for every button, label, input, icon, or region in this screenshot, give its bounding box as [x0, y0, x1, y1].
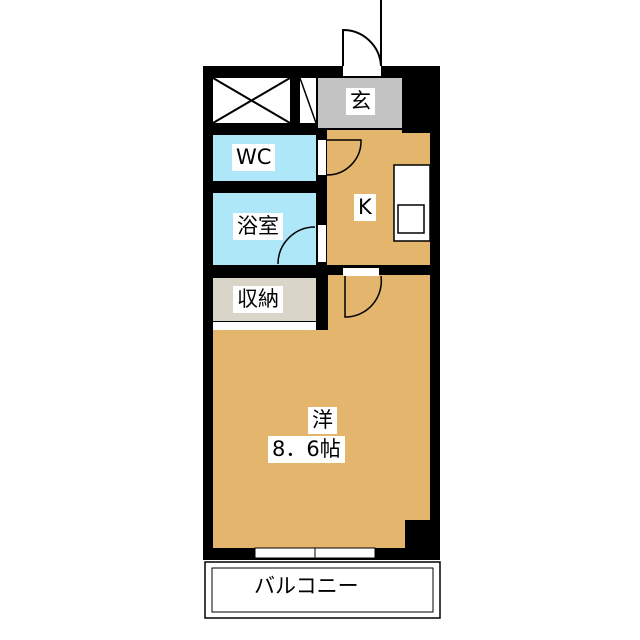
entrance-label: 玄 — [346, 88, 375, 115]
bath-door — [277, 226, 316, 265]
bath-label: 浴室 — [233, 213, 283, 240]
storage-label: 収納 — [233, 286, 283, 313]
wc-door — [326, 139, 362, 176]
room-door — [344, 275, 383, 318]
balcony-label: バルコニー — [250, 573, 363, 600]
western-room-label: 洋 — [308, 407, 337, 434]
kitchen-label: K — [354, 194, 376, 221]
sink — [397, 204, 425, 234]
western-room-size: 8．6帖 — [268, 436, 345, 463]
wc-label: WC — [232, 144, 276, 171]
entrance-door — [342, 28, 382, 67]
